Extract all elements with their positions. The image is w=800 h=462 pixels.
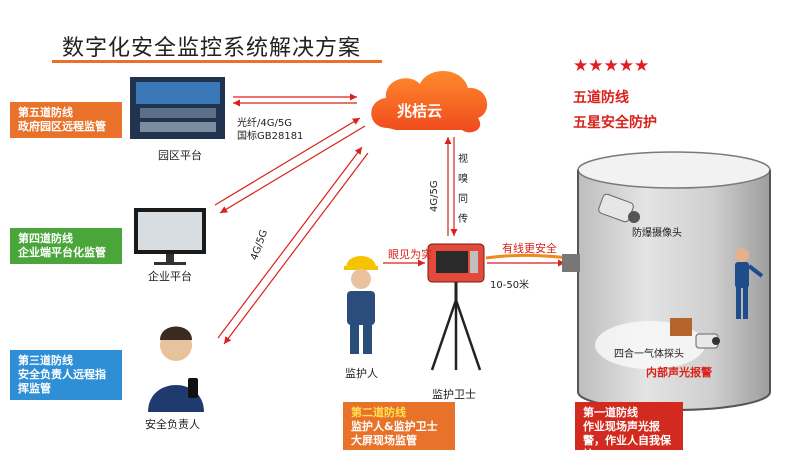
first-line-tag: 第一道防线 作业现场声光报警，作业人自我保护 bbox=[575, 402, 683, 461]
gas-probe-icon bbox=[670, 318, 720, 349]
first-line-heading: 第一道防线 bbox=[583, 406, 638, 419]
explosion-camera-label: 防爆摄像头 bbox=[632, 228, 682, 239]
seeing-label: 眼见为实 bbox=[388, 248, 432, 261]
link-park-label: 光纤/4G/5G bbox=[237, 118, 292, 129]
diagram-canvas bbox=[130, 70, 771, 412]
summary-line-1: 五道防线 bbox=[573, 90, 629, 106]
enterprise-platform-caption: 企业平台 bbox=[148, 270, 192, 283]
fourth-line-body: 企业端平台化监管 bbox=[18, 246, 106, 259]
guard-device-icon bbox=[427, 243, 485, 371]
distance-label: 10-50米 bbox=[490, 280, 530, 291]
first-line-body: 作业现场声光报警，作业人自我保护 bbox=[583, 420, 671, 461]
enterprise-monitor-icon bbox=[134, 208, 206, 265]
transfer-label: 视嗅同传 bbox=[458, 154, 468, 225]
cloud-shape bbox=[371, 70, 488, 133]
fourth-line-heading: 第四道防线 bbox=[18, 232, 73, 245]
guard-device-caption: 监护卫士 bbox=[432, 388, 476, 401]
worker-figure bbox=[735, 248, 764, 319]
link-standard-label: 国标GB28181 bbox=[237, 131, 304, 142]
explosion-camera-icon bbox=[598, 193, 640, 223]
wired-label: 有线更安全 bbox=[502, 242, 557, 255]
internal-alarm-label: 内部声光报警 bbox=[646, 366, 712, 379]
second-line-heading: 第二道防线 bbox=[351, 406, 406, 419]
fourth-line-tag: 第四道防线 企业端平台化监管 bbox=[10, 228, 122, 264]
cloud-label: 兆桔云 bbox=[397, 102, 443, 120]
second-line-tag: 第二道防线 监护人&监护卫士大屏现场监管 bbox=[343, 402, 455, 450]
park-platform-caption: 园区平台 bbox=[158, 149, 202, 162]
page-title: 数字化安全监控系统解决方案 bbox=[62, 36, 362, 61]
link-device-cloud bbox=[444, 137, 458, 236]
guardian-figure bbox=[344, 256, 378, 354]
third-line-heading: 第三道防线 bbox=[18, 354, 73, 367]
third-line-body: 安全负责人远程指挥监管 bbox=[18, 368, 106, 395]
fifth-line-tag: 第五道防线 政府园区远程监管 bbox=[10, 102, 122, 138]
third-line-tag: 第三道防线 安全负责人远程指挥监管 bbox=[10, 350, 122, 400]
title-underline bbox=[52, 60, 382, 63]
second-line-body: 监护人&监护卫士大屏现场监管 bbox=[351, 420, 438, 447]
gas-probe-label: 四合一气体探头 bbox=[614, 349, 684, 360]
safety-officer-figure bbox=[148, 326, 204, 412]
guardian-caption: 监护人 bbox=[345, 367, 378, 380]
safety-officer-caption: 安全负责人 bbox=[145, 418, 200, 431]
link-device-label: 4G/5G bbox=[429, 180, 440, 212]
park-platform-image bbox=[130, 77, 225, 139]
link-officer-cloud bbox=[217, 146, 369, 345]
summary-line-2: 五星安全防护 bbox=[573, 115, 657, 131]
link-enterprise-cloud bbox=[214, 117, 366, 214]
fifth-line-body: 政府园区远程监管 bbox=[18, 120, 106, 133]
fifth-line-heading: 第五道防线 bbox=[18, 106, 73, 119]
link-park-cloud bbox=[233, 93, 357, 107]
five-star-rating: ★★★★★ bbox=[573, 56, 650, 76]
